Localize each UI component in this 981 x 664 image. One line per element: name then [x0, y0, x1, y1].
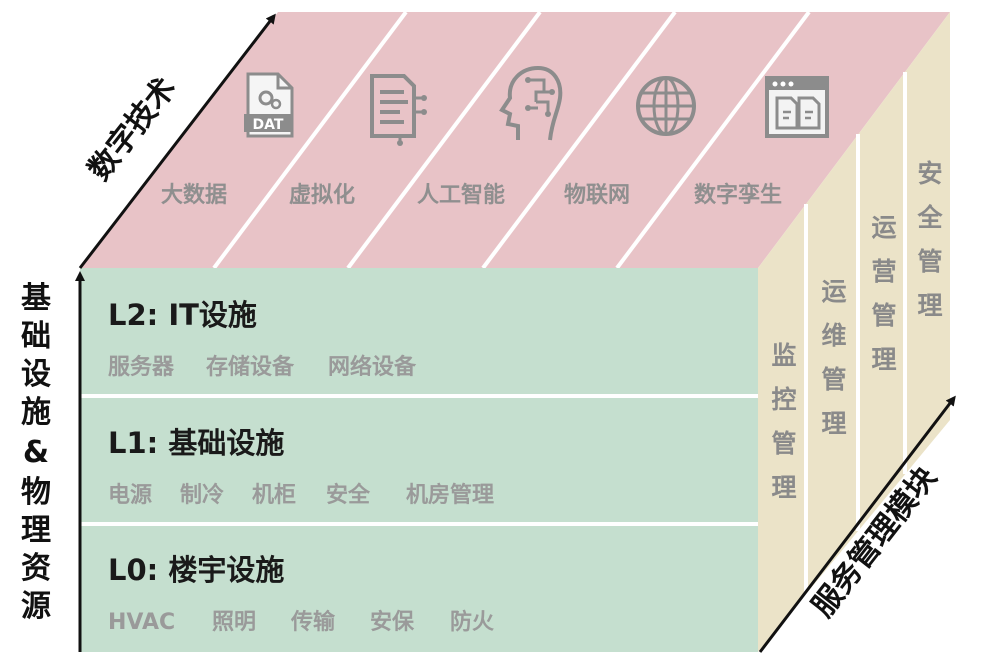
layer-item: 机柜: [252, 482, 296, 508]
service-char: 管: [917, 247, 942, 276]
axis-arrow-top: [78, 13, 276, 269]
service-char: 全: [916, 203, 943, 232]
service-operations-maintenance: 运 维 管 理: [821, 277, 846, 438]
layer-title: L0: 楼宇设施: [108, 553, 284, 587]
digital-twin-window-icon: [765, 76, 829, 138]
document-circuit-icon: [370, 74, 427, 146]
service-dividers: [804, 72, 907, 594]
axis-label-char: 基: [21, 281, 51, 316]
layer-item: 照明: [212, 610, 256, 635]
layer-l1-infrastructure: L1: 基础设施 电源 制冷 机柜 安全 机房管理: [108, 426, 494, 508]
layer-item: 存储设备: [206, 354, 295, 380]
technology-label-digital-twin: 数字孪生: [694, 182, 782, 208]
service-char: 控: [771, 385, 796, 414]
service-operations: 运 营 管 理: [871, 213, 896, 374]
service-char: 管: [871, 301, 896, 330]
service-char: 运: [821, 277, 846, 306]
axis-infrastructure: 基 础 设 施 & 物 理 资 源: [21, 271, 85, 652]
service-char: 运: [871, 213, 896, 242]
dat-icon-text: DAT: [253, 117, 284, 133]
technology-label-big-data: 大数据: [161, 182, 227, 208]
layer-item: 防火: [450, 610, 494, 635]
layer-dividers: [80, 394, 758, 526]
technology-divider: [212, 10, 408, 270]
service-security: 安 全 管 理: [916, 159, 943, 320]
service-char: 管: [821, 365, 846, 394]
technology-dividers: [212, 10, 811, 270]
axis-label-char: 理: [21, 513, 51, 548]
service-char: 安: [917, 159, 942, 188]
axis-label-char: 设: [21, 357, 51, 392]
technology-divider: [615, 10, 811, 270]
service-monitoring: 监 控 管 理: [771, 341, 796, 502]
axis-label-char: 施: [21, 395, 51, 430]
layer-item: 安全: [326, 482, 371, 508]
layer-l0-building: L0: 楼宇设施 HVAC 照明 传输 安保 防火: [108, 553, 494, 635]
layer-l2-it: L2: IT设施 服务器 存储设备 网络设备: [108, 298, 417, 380]
layer-item: 电源: [108, 483, 152, 508]
axis-label-char: &: [23, 435, 49, 470]
service-char: 营: [871, 257, 896, 286]
layer-title: L1: 基础设施: [108, 426, 284, 460]
technology-label-ai: 人工智能: [417, 182, 505, 208]
service-char: 管: [771, 429, 796, 458]
service-char: 理: [771, 473, 796, 502]
layer-item: 安保: [370, 609, 415, 635]
service-face: 监 控 管 理 运 维 管 理 运 营 管 理 安 全 管 理: [758, 12, 950, 652]
axis-arrow-right: [758, 395, 956, 653]
layer-face: L2: IT设施 服务器 存储设备 网络设备 L1: 基础设施 电源 制冷 机柜…: [80, 268, 758, 652]
layer-item: 网络设备: [328, 354, 417, 380]
technology-divider: [481, 10, 677, 270]
layer-item: 传输: [290, 609, 336, 635]
ai-head-icon: [499, 65, 563, 141]
service-char: 监: [771, 341, 796, 370]
top-face-background: [80, 12, 950, 268]
technology-face: DAT: [80, 10, 950, 270]
layer-title: L2: IT设施: [108, 298, 257, 332]
axis-label-char: 源: [21, 589, 51, 624]
service-char: 理: [821, 409, 846, 438]
axis-label-char: 资: [21, 551, 51, 586]
technology-label-iot: 物联网: [564, 182, 630, 208]
service-char: 理: [917, 291, 942, 320]
layer-item: HVAC: [108, 610, 175, 635]
technology-label-virtualization: 虚拟化: [289, 182, 355, 208]
axis-label-char: 物: [21, 475, 51, 510]
layer-item: 机房管理: [406, 482, 494, 508]
service-char: 维: [821, 321, 846, 350]
service-char: 理: [871, 345, 896, 374]
axis-label-char: 础: [21, 319, 51, 354]
front-face-background: [80, 268, 758, 652]
dat-file-icon: DAT: [244, 72, 294, 138]
layer-item: 制冷: [180, 482, 224, 508]
layer-item: 服务器: [108, 355, 175, 380]
technology-divider: [346, 10, 542, 270]
globe-icon: [636, 76, 696, 136]
